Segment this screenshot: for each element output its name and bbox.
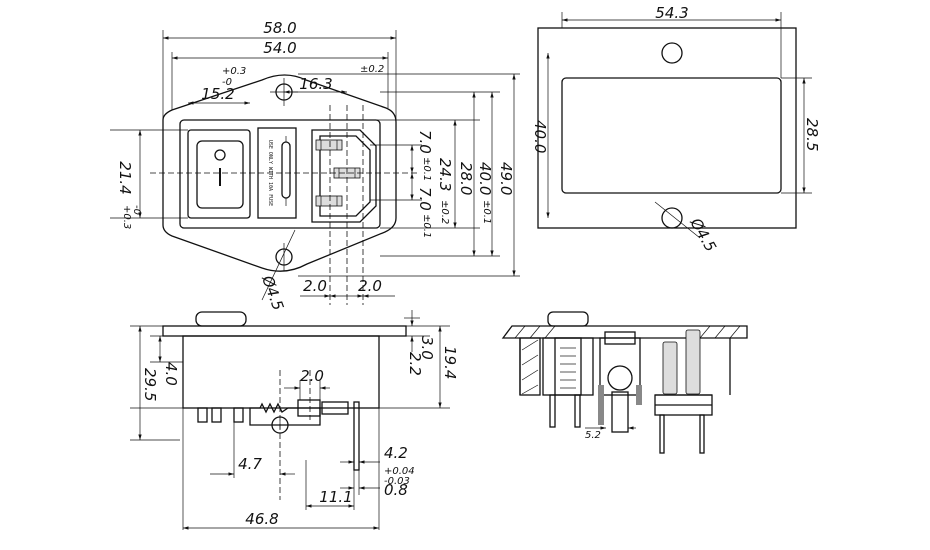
body-outline [179,119,381,229]
fuse-icon [281,141,291,199]
dim-2-0-b-label: 2.0 [358,277,382,295]
side-flange [162,325,407,337]
dim-2-0-a-label: 2.0 [303,277,327,295]
side-view: 29.5 4.0 2.0 3.0 2.2 19.4 4.7 4.2 +0.04 … [130,310,459,530]
pin-top [315,139,343,151]
flange-outline [162,74,397,272]
dim-cut-40-label: 40.0 [531,120,549,153]
dim-19-4-label: 19.4 [441,346,459,379]
section-pin-a [662,341,678,395]
tol-7-0-b: ±0.1 [421,214,432,238]
dim-49-0-label: 49.0 [497,162,515,195]
cutout-bottom-hole [661,207,683,229]
dim-4-0-label: 4.0 [162,362,180,386]
dim-28-5-label: 28.5 [803,118,821,151]
dim-54-label: 54.0 [263,39,296,57]
side-body [182,335,380,409]
side-pin [353,401,360,471]
tol-minus: -0.03 [384,476,410,487]
dim-7-0-b-label: 7.0 [416,187,434,211]
dim-21-4-label: 21.4 [116,161,134,194]
iec-inlet [311,129,377,223]
section-fuse-box [599,337,641,396]
dim-cut-hole-label: Ø4.5 [686,214,720,255]
dim-16-3-label: 16.3 [299,75,332,93]
tol-21-4-minus: -0 [131,205,142,215]
cutout-rect [561,77,782,194]
switch-off-symbol [214,149,226,161]
dim-15-2-label: 15.2 [201,85,234,103]
dim-4-7-label: 4.7 [238,455,262,473]
top-view: USE ONLY WITH 10A FUSE [110,19,520,313]
cutout-view: 54.3 40.0 28.5 Ø4.5 [531,4,821,255]
dim-40-0-label: 40.0 [476,162,494,195]
tol-15-2-minus: -0 [222,77,232,88]
dim-4-2-label: 4.2 [384,444,408,462]
dim-side-2-0-label: 2.0 [300,367,324,385]
tol-16-3: ±0.2 [360,64,384,75]
dim-2-2-label: 2.2 [406,352,424,376]
dim-28-0-label: 28.0 [457,162,475,195]
section-view: 5.2 [501,311,748,454]
dim-0-8-label: 0.8 [384,481,408,499]
dim-29-5-label: 29.5 [141,368,159,401]
section-rocker-cap [547,311,589,327]
section-fuse [607,365,633,391]
pin-bottom [315,195,343,207]
panel-outline [537,27,797,229]
tol-7-0-a: ±0.1 [421,157,432,181]
side-rocker-cap [195,311,247,327]
cutout-top-hole [661,42,683,64]
switch-housing [187,129,251,219]
dim-hole-label: Ø4.5 [258,272,287,313]
switch-rocker [196,140,244,209]
dim-3-0-label: 3.0 [418,336,436,360]
section-pin-b [685,329,701,395]
tol-24-3: ±0.2 [439,200,450,224]
section-flange [501,325,748,339]
tol-plus: +0.04 [384,466,415,477]
tol-21-4-plus: +0.3 [121,205,132,229]
dim-54-3-label: 54.3 [655,4,688,22]
dim-46-8-label: 46.8 [245,510,278,528]
dim-5-2-label: 5.2 [585,430,601,441]
tol-15-2-plus: +0.3 [222,66,246,77]
dim-24-3-label: 24.3 [436,158,454,191]
dim-58-label: 58.0 [263,19,296,37]
dim-11-1-label: 11.1 [319,488,352,506]
tol-40-0: ±0.1 [481,200,492,224]
dim-7-0-a-label: 7.0 [416,130,434,154]
